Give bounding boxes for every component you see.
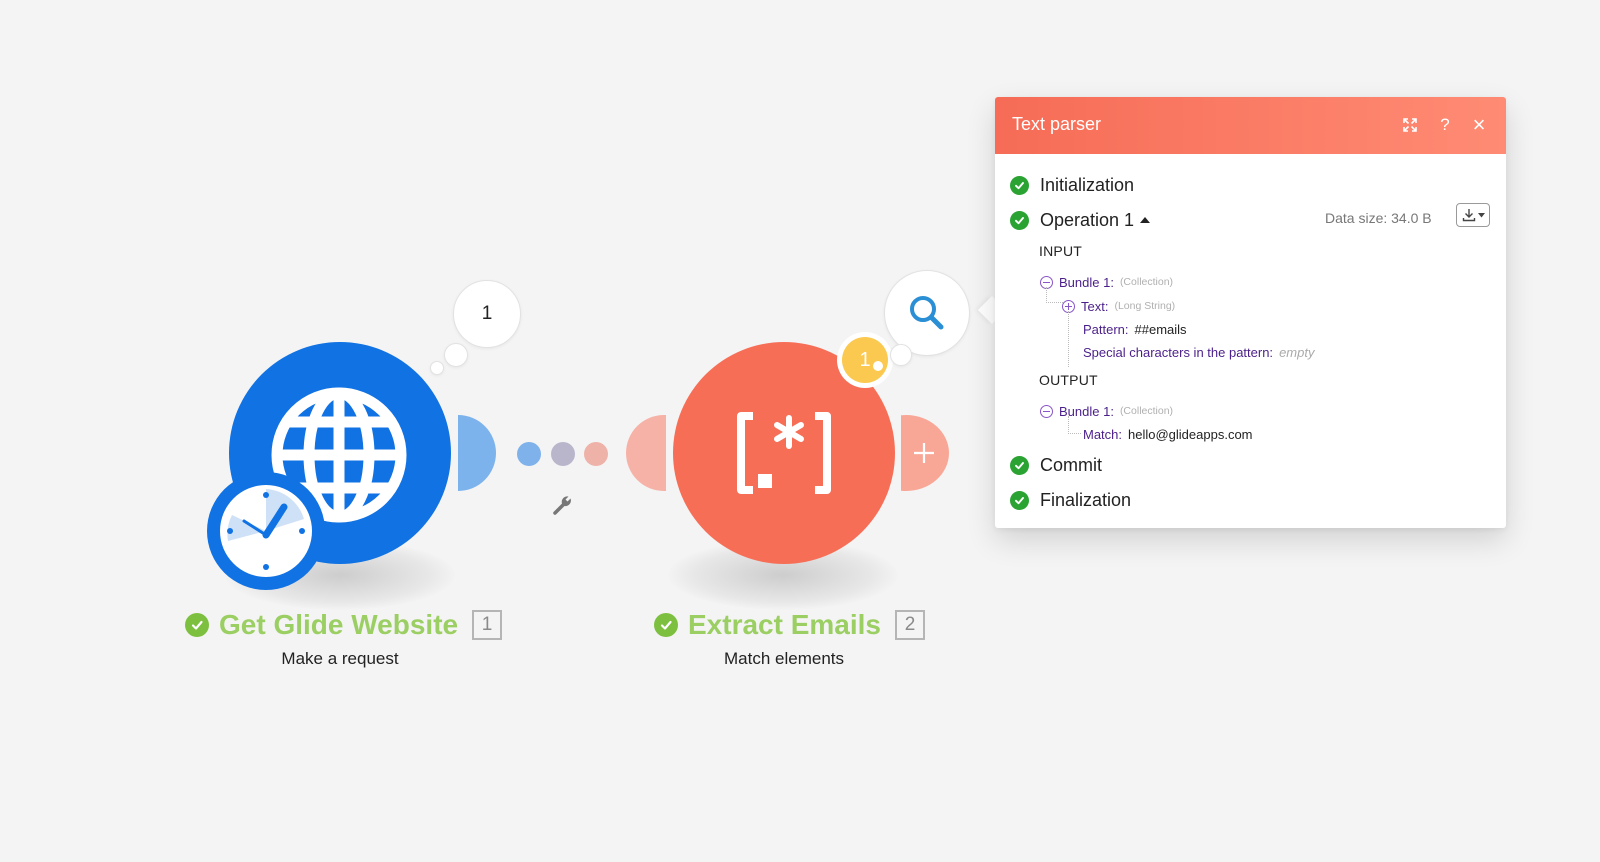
expand-icon <box>1403 118 1417 132</box>
help-button[interactable]: ? <box>1431 111 1459 139</box>
input-bundle-key: Bundle 1: <box>1059 274 1114 290</box>
inspect-bubble[interactable] <box>884 270 970 356</box>
module-1-title[interactable]: Get Glide Website 1 <box>185 605 503 645</box>
check-icon <box>1010 175 1029 195</box>
step-commit[interactable]: Commit <box>1010 453 1102 477</box>
success-check-icon <box>654 613 678 637</box>
output-match-value: hello@glideapps.com <box>1128 426 1253 442</box>
wrench-icon[interactable] <box>550 493 574 517</box>
operations-count: 1 <box>481 303 493 324</box>
clock-icon <box>220 485 312 577</box>
execution-inspector-panel: Text parser ? × Initialization Operation… <box>995 97 1506 528</box>
collapse-icon[interactable] <box>1040 404 1053 418</box>
step-finalization-label: Finalization <box>1040 489 1132 510</box>
output-bundle-key: Bundle 1: <box>1059 403 1114 419</box>
output-label: OUTPUT <box>1039 372 1098 388</box>
check-icon <box>1010 455 1029 475</box>
close-icon: × <box>1472 112 1486 137</box>
panel-title: Text parser <box>1012 114 1102 134</box>
regex-icon <box>737 412 831 494</box>
route-dot-1[interactable] <box>517 442 541 466</box>
bubble-tail-large <box>444 343 468 367</box>
input-special-value: empty <box>1279 344 1315 360</box>
output-bundle-type: (Collection) <box>1119 405 1174 417</box>
operations-badge-circle[interactable]: 1 <box>842 337 888 383</box>
bubble-tail-small <box>430 361 444 375</box>
plus-icon <box>914 443 934 463</box>
add-module-button[interactable] <box>901 415 949 491</box>
input-text-type: (Long String) <box>1114 300 1176 312</box>
input-text-row[interactable]: Text: (Long String) <box>1062 297 1175 315</box>
output-bundle-row[interactable]: Bundle 1: (Collection) <box>1040 402 1173 420</box>
schedule-badge[interactable] <box>207 472 325 590</box>
tree-connector <box>1068 416 1081 434</box>
dropdown-caret-icon <box>1477 212 1485 217</box>
help-icon: ? <box>1440 115 1450 134</box>
search-icon <box>910 296 944 330</box>
operations-badge-count: 1 <box>859 348 871 371</box>
panel-header: Text parser ? × <box>995 97 1506 154</box>
step-operation-1[interactable]: Operation 1 <box>1010 208 1151 232</box>
check-icon <box>1010 490 1029 510</box>
operations-bubble[interactable]: 1 <box>453 280 521 348</box>
input-bundle-row[interactable]: Bundle 1: (Collection) <box>1040 273 1173 291</box>
data-size: Data size: 34.0 B <box>1325 210 1432 226</box>
route-dot-3[interactable] <box>584 442 608 466</box>
module-1-subtitle: Make a request <box>281 649 399 668</box>
badge-dot <box>873 361 883 371</box>
step-initialization[interactable]: Initialization <box>1010 173 1134 197</box>
output-match-row: Match: hello@glideapps.com <box>1083 425 1253 443</box>
step-finalization[interactable]: Finalization <box>1010 488 1131 512</box>
inspect-bubble-tail <box>890 344 912 366</box>
expand-button[interactable] <box>1396 111 1424 139</box>
step-commit-label: Commit <box>1040 454 1102 475</box>
module-2-index: 2 <box>895 610 925 640</box>
module-2-name: Extract Emails <box>688 609 881 640</box>
input-pattern-row: Pattern: ##emails <box>1083 320 1187 338</box>
collapse-caret-icon[interactable] <box>1139 215 1151 225</box>
module-2-input-cap[interactable] <box>626 415 666 491</box>
step-operation-label: Operation 1 <box>1040 209 1135 230</box>
input-label: INPUT <box>1039 243 1082 259</box>
module-1-index: 1 <box>472 610 503 640</box>
input-text-key: Text: <box>1081 298 1109 314</box>
module-2-subtitle: Match elements <box>724 649 844 668</box>
input-special-row: Special characters in the pattern: empty <box>1083 343 1314 361</box>
tree-connector <box>1068 311 1081 367</box>
route-dot-2[interactable] <box>551 442 575 466</box>
input-pattern-value: ##emails <box>1134 321 1187 337</box>
download-icon <box>1462 209 1475 222</box>
input-pattern-key: Pattern: <box>1083 321 1129 337</box>
input-special-key: Special characters in the pattern: <box>1083 344 1274 360</box>
module-1-output-cap[interactable] <box>458 415 498 491</box>
download-button[interactable] <box>1456 203 1490 227</box>
close-button[interactable]: × <box>1465 111 1493 139</box>
check-icon <box>1010 210 1029 230</box>
output-match-key: Match: <box>1083 426 1123 442</box>
step-initialization-label: Initialization <box>1040 174 1135 195</box>
success-check-icon <box>185 613 209 637</box>
input-bundle-type: (Collection) <box>1119 276 1174 288</box>
module-2-title[interactable]: Extract Emails 2 <box>654 605 925 645</box>
module-1-name: Get Glide Website <box>219 609 459 640</box>
tree-connector <box>1046 287 1063 303</box>
